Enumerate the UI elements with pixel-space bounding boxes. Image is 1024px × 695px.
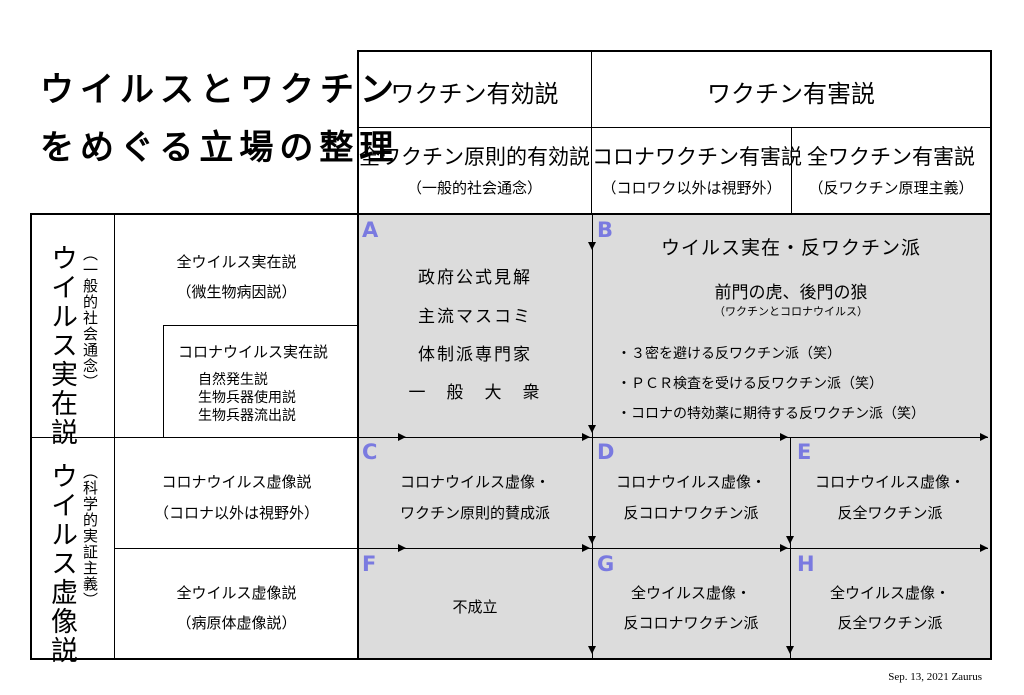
row-header-exist-note: （一般的社会通念） xyxy=(81,246,99,390)
border-top xyxy=(357,50,992,52)
header-col-divider xyxy=(591,50,592,213)
cell-letter-g: G xyxy=(597,552,615,576)
arrow-row-1 xyxy=(358,437,988,438)
cell-e-line: コロナウイルス虚像・ xyxy=(814,473,965,491)
arrow-row-2 xyxy=(358,548,988,549)
arrow-col-1 xyxy=(592,214,593,658)
row-header-exist: ウイルス実在説 xyxy=(46,244,77,447)
row-header-fake: ウイルス虚像説 xyxy=(46,462,77,665)
cell-g-line: 全ウイルス虚像・ xyxy=(630,584,751,602)
arrow-head-icon xyxy=(582,433,590,441)
cell-a-line: 体制派専門家 xyxy=(418,345,532,365)
cell-d-line: コロナウイルス虚像・ xyxy=(615,473,766,491)
cell-b-bg xyxy=(592,214,990,437)
cell-a-line: 一 般 大 衆 xyxy=(408,383,542,403)
cell-g-bg xyxy=(592,549,790,659)
cell-a-bg xyxy=(358,214,592,437)
corona-origin-item: 自然発生説 xyxy=(198,372,268,388)
cell-b-title: ウイルス実在・反ワクチン派 xyxy=(660,237,921,259)
cell-c-line: ワクチン原則的賛成派 xyxy=(399,504,550,522)
cell-b-bullet: ・３密を避ける反ワクチン派（笑） xyxy=(617,346,841,362)
arrow-head-icon xyxy=(780,433,788,441)
cell-f-line: 不成立 xyxy=(452,598,498,616)
arrow-head-icon xyxy=(786,536,794,544)
cell-b-subtitle: 前門の虎、後門の狼 xyxy=(714,283,868,303)
cell-d-line: 反コロナワクチン派 xyxy=(623,504,759,522)
cell-c-line: コロナウイルス虚像・ xyxy=(399,473,550,491)
row-all-virus-fake-note: （病原体虚像説） xyxy=(176,614,297,632)
col-subheader-corona-harmful-note: （コロワク以外は視野外） xyxy=(601,179,782,197)
border-row-top xyxy=(30,213,992,215)
title-line-1: ウイルスとワクチン xyxy=(40,70,400,110)
cell-letter-e: E xyxy=(797,440,812,464)
corona-box-top xyxy=(163,325,358,326)
header-sub-divider xyxy=(791,128,792,213)
row-header-fake-note: （科学的実証主義） xyxy=(81,464,99,608)
row-corona-virus-fake-note: （コロナ以外は視野外） xyxy=(153,504,319,522)
col-subheader-all-effective-note: （一般的社会通念） xyxy=(406,179,542,197)
col-subheader-all-harmful: 全ワクチン有害説 xyxy=(807,145,975,169)
col-subheader-all-effective: 全ワクチン原則的有効説 xyxy=(359,145,590,169)
cell-a-line: 政府公式見解 xyxy=(418,268,532,288)
footer-credit: Sep. 13, 2021 Zaurus xyxy=(888,671,982,683)
cell-h-line: 全ウイルス虚像・ xyxy=(829,584,950,602)
col-subheader-all-harmful-note: （反ワクチン原理主義） xyxy=(808,179,974,197)
border-left-header xyxy=(357,50,359,660)
cell-c-bg xyxy=(358,437,592,549)
arrow-head-icon xyxy=(398,544,406,552)
border-left xyxy=(30,213,32,660)
arrow-col-2 xyxy=(790,437,791,658)
cell-g-line: 反コロナワクチン派 xyxy=(623,614,759,632)
arrow-head-icon xyxy=(786,646,794,654)
arrow-head-icon xyxy=(588,425,596,433)
cell-letter-c: C xyxy=(362,440,378,464)
border-bottom xyxy=(30,658,992,660)
row-corona-virus-fake: コロナウイルス虚像説 xyxy=(161,473,312,491)
cell-letter-h: H xyxy=(797,552,815,576)
cell-e-line: 反全ワクチン派 xyxy=(837,504,943,522)
col-subheader-corona-harmful: コロナワクチン有害説 xyxy=(592,145,802,169)
arrow-head-icon xyxy=(588,646,596,654)
col-header-harmful: ワクチン有害説 xyxy=(707,80,875,108)
cell-e-bg xyxy=(790,437,990,549)
corona-origin-item: 生物兵器流出説 xyxy=(198,408,296,424)
corona-box-left xyxy=(163,325,164,437)
row-group-divider xyxy=(30,437,358,438)
cell-letter-f: F xyxy=(362,552,377,576)
arrow-head-icon xyxy=(980,433,988,441)
cell-h-bg xyxy=(790,549,990,659)
row-all-virus-fake: 全ウイルス虚像説 xyxy=(176,584,297,602)
cell-letter-d: D xyxy=(597,440,615,464)
arrow-head-icon xyxy=(980,544,988,552)
arrow-head-icon xyxy=(398,433,406,441)
cell-d-bg xyxy=(592,437,790,549)
arrow-head-icon xyxy=(780,544,788,552)
row-all-virus-exist-note: （微生物病因説） xyxy=(176,283,297,301)
arrow-head-icon xyxy=(588,242,596,250)
cell-b-bullet: ・コロナの特効薬に期待する反ワクチン派（笑） xyxy=(617,406,925,422)
cell-letter-b: B xyxy=(597,218,614,242)
arrow-head-icon xyxy=(588,536,596,544)
cell-a-line: 主流マスコミ xyxy=(418,307,532,327)
header-divider xyxy=(358,127,990,128)
fake-row-divider xyxy=(114,548,358,549)
corona-origin-item: 生物兵器使用説 xyxy=(198,390,296,406)
cell-f-bg xyxy=(358,549,592,659)
col-header-effective: ワクチン有効説 xyxy=(390,80,559,108)
cell-b-bullet: ・ＰＣＲ検査を受ける反ワクチン派（笑） xyxy=(617,376,883,392)
cell-letter-a: A xyxy=(362,218,379,242)
row-corona-virus-exist: コロナウイルス実在説 xyxy=(178,343,329,361)
title-line-2: をめぐる立場の整理 xyxy=(40,128,400,168)
row-all-virus-exist: 全ウイルス実在説 xyxy=(176,253,297,271)
arrow-head-icon xyxy=(582,544,590,552)
cell-h-line: 反全ワクチン派 xyxy=(837,614,943,632)
border-right xyxy=(990,50,992,660)
row-label-divider xyxy=(114,213,115,658)
cell-b-subnote: （ワクチンとコロナウイルス） xyxy=(714,305,868,318)
